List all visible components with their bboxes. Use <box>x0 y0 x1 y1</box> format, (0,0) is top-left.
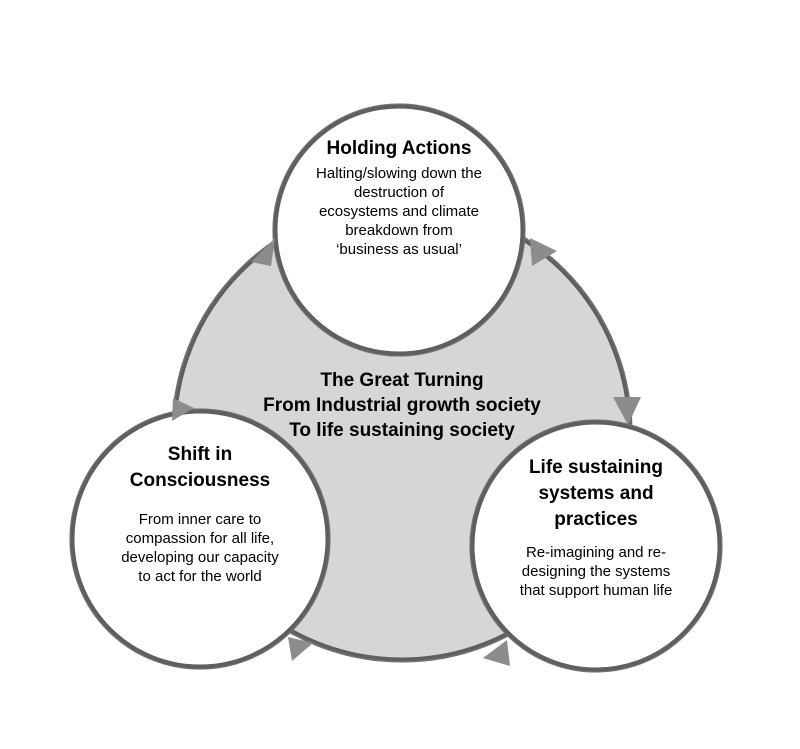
life-desc-line: that support human life <box>519 582 673 599</box>
life-title-line: systems and <box>538 483 654 504</box>
center-title: The Great Turning <box>320 370 484 391</box>
holding-actions-text: Holding Actions Halting/slowing down the… <box>299 136 499 259</box>
life-sustaining-description: Re-imagining and re- designing the syste… <box>491 543 701 600</box>
arrow-icon-to-holding <box>251 238 275 266</box>
holding-desc-line: breakdown from <box>345 222 453 239</box>
node-shift-consciousness-circle <box>69 408 331 670</box>
life-sustaining-text: Life sustaining systems and practices Re… <box>491 455 701 600</box>
shift-desc-line: From inner care to <box>138 511 262 528</box>
shift-desc-line: developing our capacity <box>121 549 279 566</box>
holding-desc-line: ecosystems and climate <box>318 203 480 220</box>
arrow-icon-right-top <box>530 238 557 266</box>
center-subtitle-line: From Industrial growth society <box>263 395 541 416</box>
center-subtitle-line: To life sustaining society <box>289 420 515 441</box>
holding-desc-line: destruction of <box>353 184 445 201</box>
life-desc-line: designing the systems <box>521 563 671 580</box>
holding-actions-title: Holding Actions <box>326 138 472 159</box>
shift-consciousness-title: Shift in Consciousness <box>95 442 305 494</box>
shift-title-line: Consciousness <box>129 470 271 491</box>
arrow-icon-bottom-right <box>483 640 510 666</box>
shift-consciousness-text: Shift in Consciousness From inner care t… <box>95 442 305 586</box>
arrow-icon-bottom-left <box>288 637 313 661</box>
life-title-line: practices <box>554 509 638 530</box>
great-turning-center-text: The Great Turning From Industrial growth… <box>232 368 572 443</box>
shift-desc-line: compassion for all life, <box>125 530 275 547</box>
holding-actions-description: Halting/slowing down the destruction of … <box>299 164 499 259</box>
node-holding-actions-circle <box>272 103 526 357</box>
arrow-icon-to-life <box>613 397 641 425</box>
life-title-line: Life sustaining <box>528 457 664 478</box>
life-desc-line: Re-imagining and re- <box>525 544 667 561</box>
life-sustaining-title: Life sustaining systems and practices <box>491 455 701 533</box>
holding-desc-line: Halting/slowing down the <box>316 165 482 182</box>
node-life-sustaining-circle <box>469 419 723 673</box>
arrow-icon-to-shift <box>172 398 194 421</box>
shift-consciousness-description: From inner care to compassion for all li… <box>95 510 305 586</box>
shift-title-line: Shift in <box>167 444 233 465</box>
holding-desc-line: ‘business as usual’ <box>336 241 462 258</box>
shift-desc-line: to act for the world <box>138 568 262 585</box>
